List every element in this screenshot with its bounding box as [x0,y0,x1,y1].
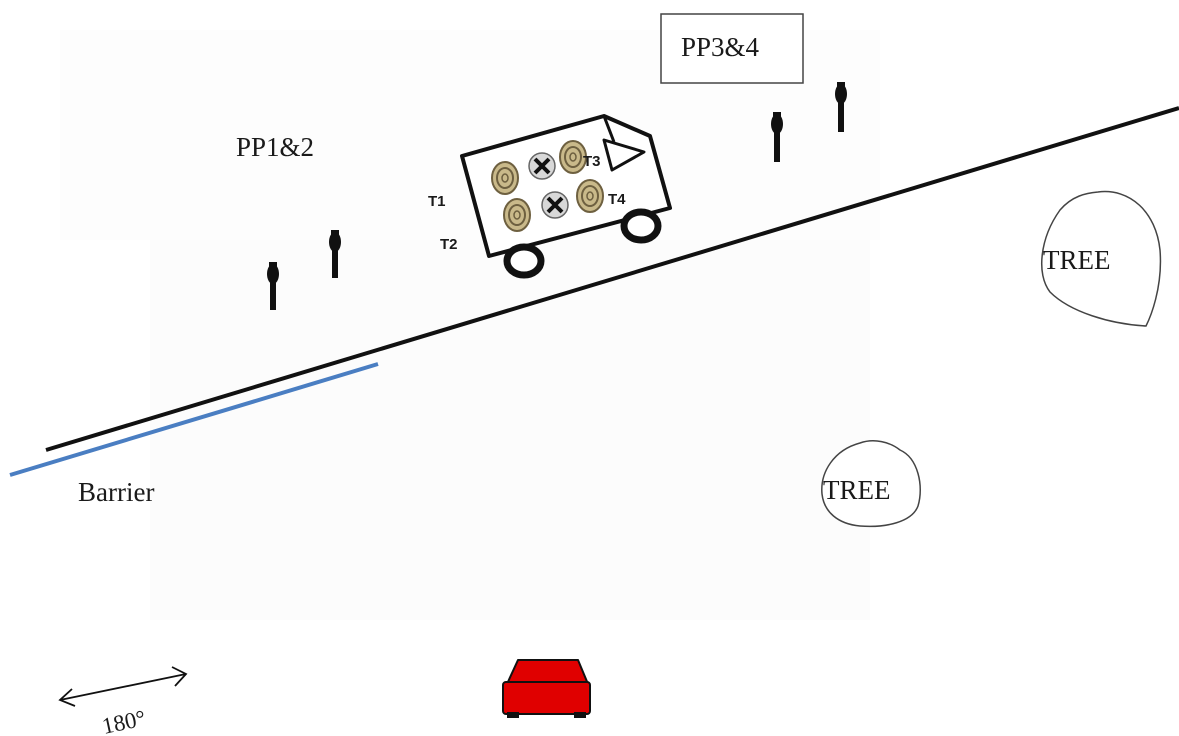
target-icon [503,198,531,232]
target-label-t1: T1 [428,193,446,210]
person-icon [329,230,341,278]
wheel-front [620,208,662,244]
pp12-label: PP1&2 [236,132,314,162]
target-label-t3: T3 [583,153,601,170]
wheel-rear [503,243,545,279]
background-patch [150,230,870,620]
tree-icon [821,440,921,528]
tree-icon [1040,190,1162,327]
target-label-t2: T2 [440,236,458,253]
car-icon [502,659,591,718]
road-line [45,106,1179,452]
blank-target-icon [541,191,569,219]
target-icon [491,161,519,195]
double-arrow-icon [58,666,188,707]
person-icon [771,112,783,162]
van-icon [460,114,672,279]
person-icon [835,82,847,132]
barrier-label: Barrier [78,477,154,507]
pp34-label: PP3&4 [681,32,760,62]
pp34-box [660,13,804,84]
tree-label-2: TREE [823,475,891,505]
target-icon [559,140,587,174]
target-icon [576,179,604,213]
angle-label: 180° [100,705,148,736]
target-label-t4: T4 [608,191,626,208]
blank-target-icon [528,152,556,180]
person-icon [267,262,279,310]
tree-label-1: TREE [1043,245,1111,275]
barrier-line [9,362,379,477]
